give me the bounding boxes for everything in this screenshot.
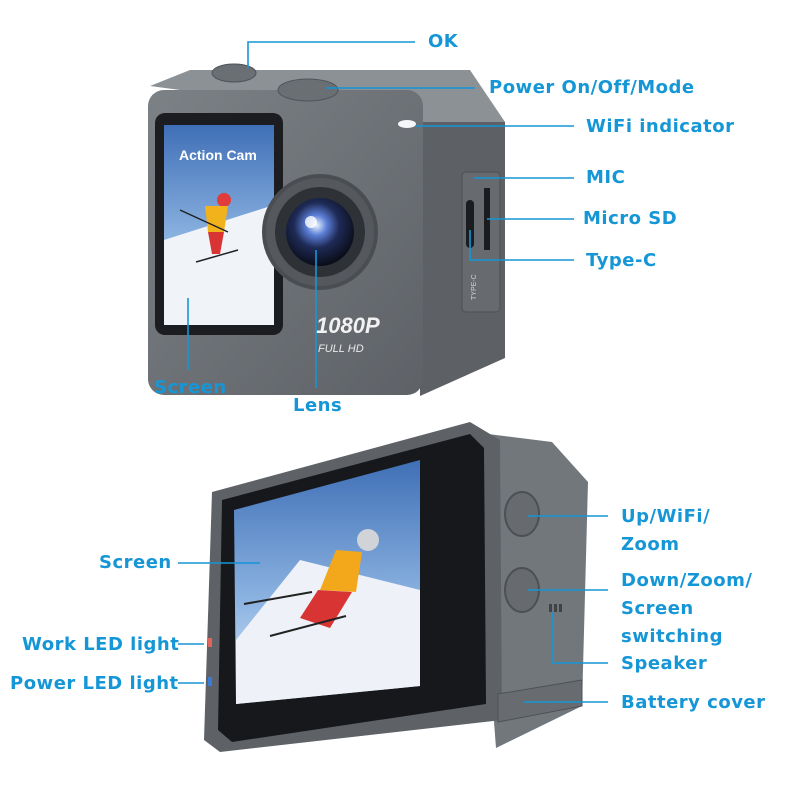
label-micro-sd: Micro SD: [583, 208, 678, 229]
label-up-wifi-line1: Up/WiFi/: [621, 506, 711, 527]
work-led: [208, 638, 212, 647]
wifi-indicator-light: [398, 120, 416, 128]
power-button[interactable]: [277, 78, 339, 102]
camera-front: Action Cam 1080P FULL HD TYPE-C: [148, 63, 505, 396]
label-screen-back: Screen: [99, 552, 172, 573]
type-c-port: [466, 200, 474, 248]
speaker-grille: [549, 604, 562, 612]
label-screen-front: Screen: [154, 377, 227, 398]
lens-glass: [286, 198, 354, 266]
label-speaker: Speaker: [621, 653, 708, 674]
up-wifi-button[interactable]: [504, 491, 540, 537]
badge-main: 1080P: [316, 313, 380, 338]
front-screen-text: Action Cam: [179, 147, 257, 163]
label-power: Power On/Off/Mode: [489, 77, 695, 98]
callout-speaker: [552, 612, 608, 664]
battery-cover[interactable]: [497, 679, 583, 723]
callout-type-c: [469, 230, 574, 261]
label-down-zoom: Down/Zoom/ Screen switching: [621, 567, 800, 651]
callout-ok: [247, 41, 415, 68]
label-down-zoom-line1: Down/Zoom/: [621, 570, 753, 591]
label-wifi-indicator: WiFi indicator: [586, 116, 735, 137]
label-lens: Lens: [293, 395, 343, 416]
label-type-c: Type-C: [586, 250, 657, 271]
ok-button[interactable]: [211, 63, 257, 83]
label-down-zoom-line2: Screen switching: [621, 598, 723, 647]
port-text: TYPE-C: [471, 274, 478, 300]
label-power-led: Power LED light: [10, 673, 179, 694]
callout-lines: [178, 41, 608, 703]
power-led: [208, 677, 212, 686]
label-mic: MIC: [586, 167, 626, 188]
label-work-led: Work LED light: [22, 634, 180, 655]
label-up-wifi-zoom: Up/WiFi/ Zoom: [621, 503, 710, 559]
camera-back: [204, 422, 588, 752]
label-battery-cover: Battery cover: [621, 692, 766, 713]
badge-sub: FULL HD: [318, 343, 364, 355]
label-up-wifi-line2: Zoom: [621, 534, 680, 555]
label-ok: OK: [428, 31, 459, 52]
